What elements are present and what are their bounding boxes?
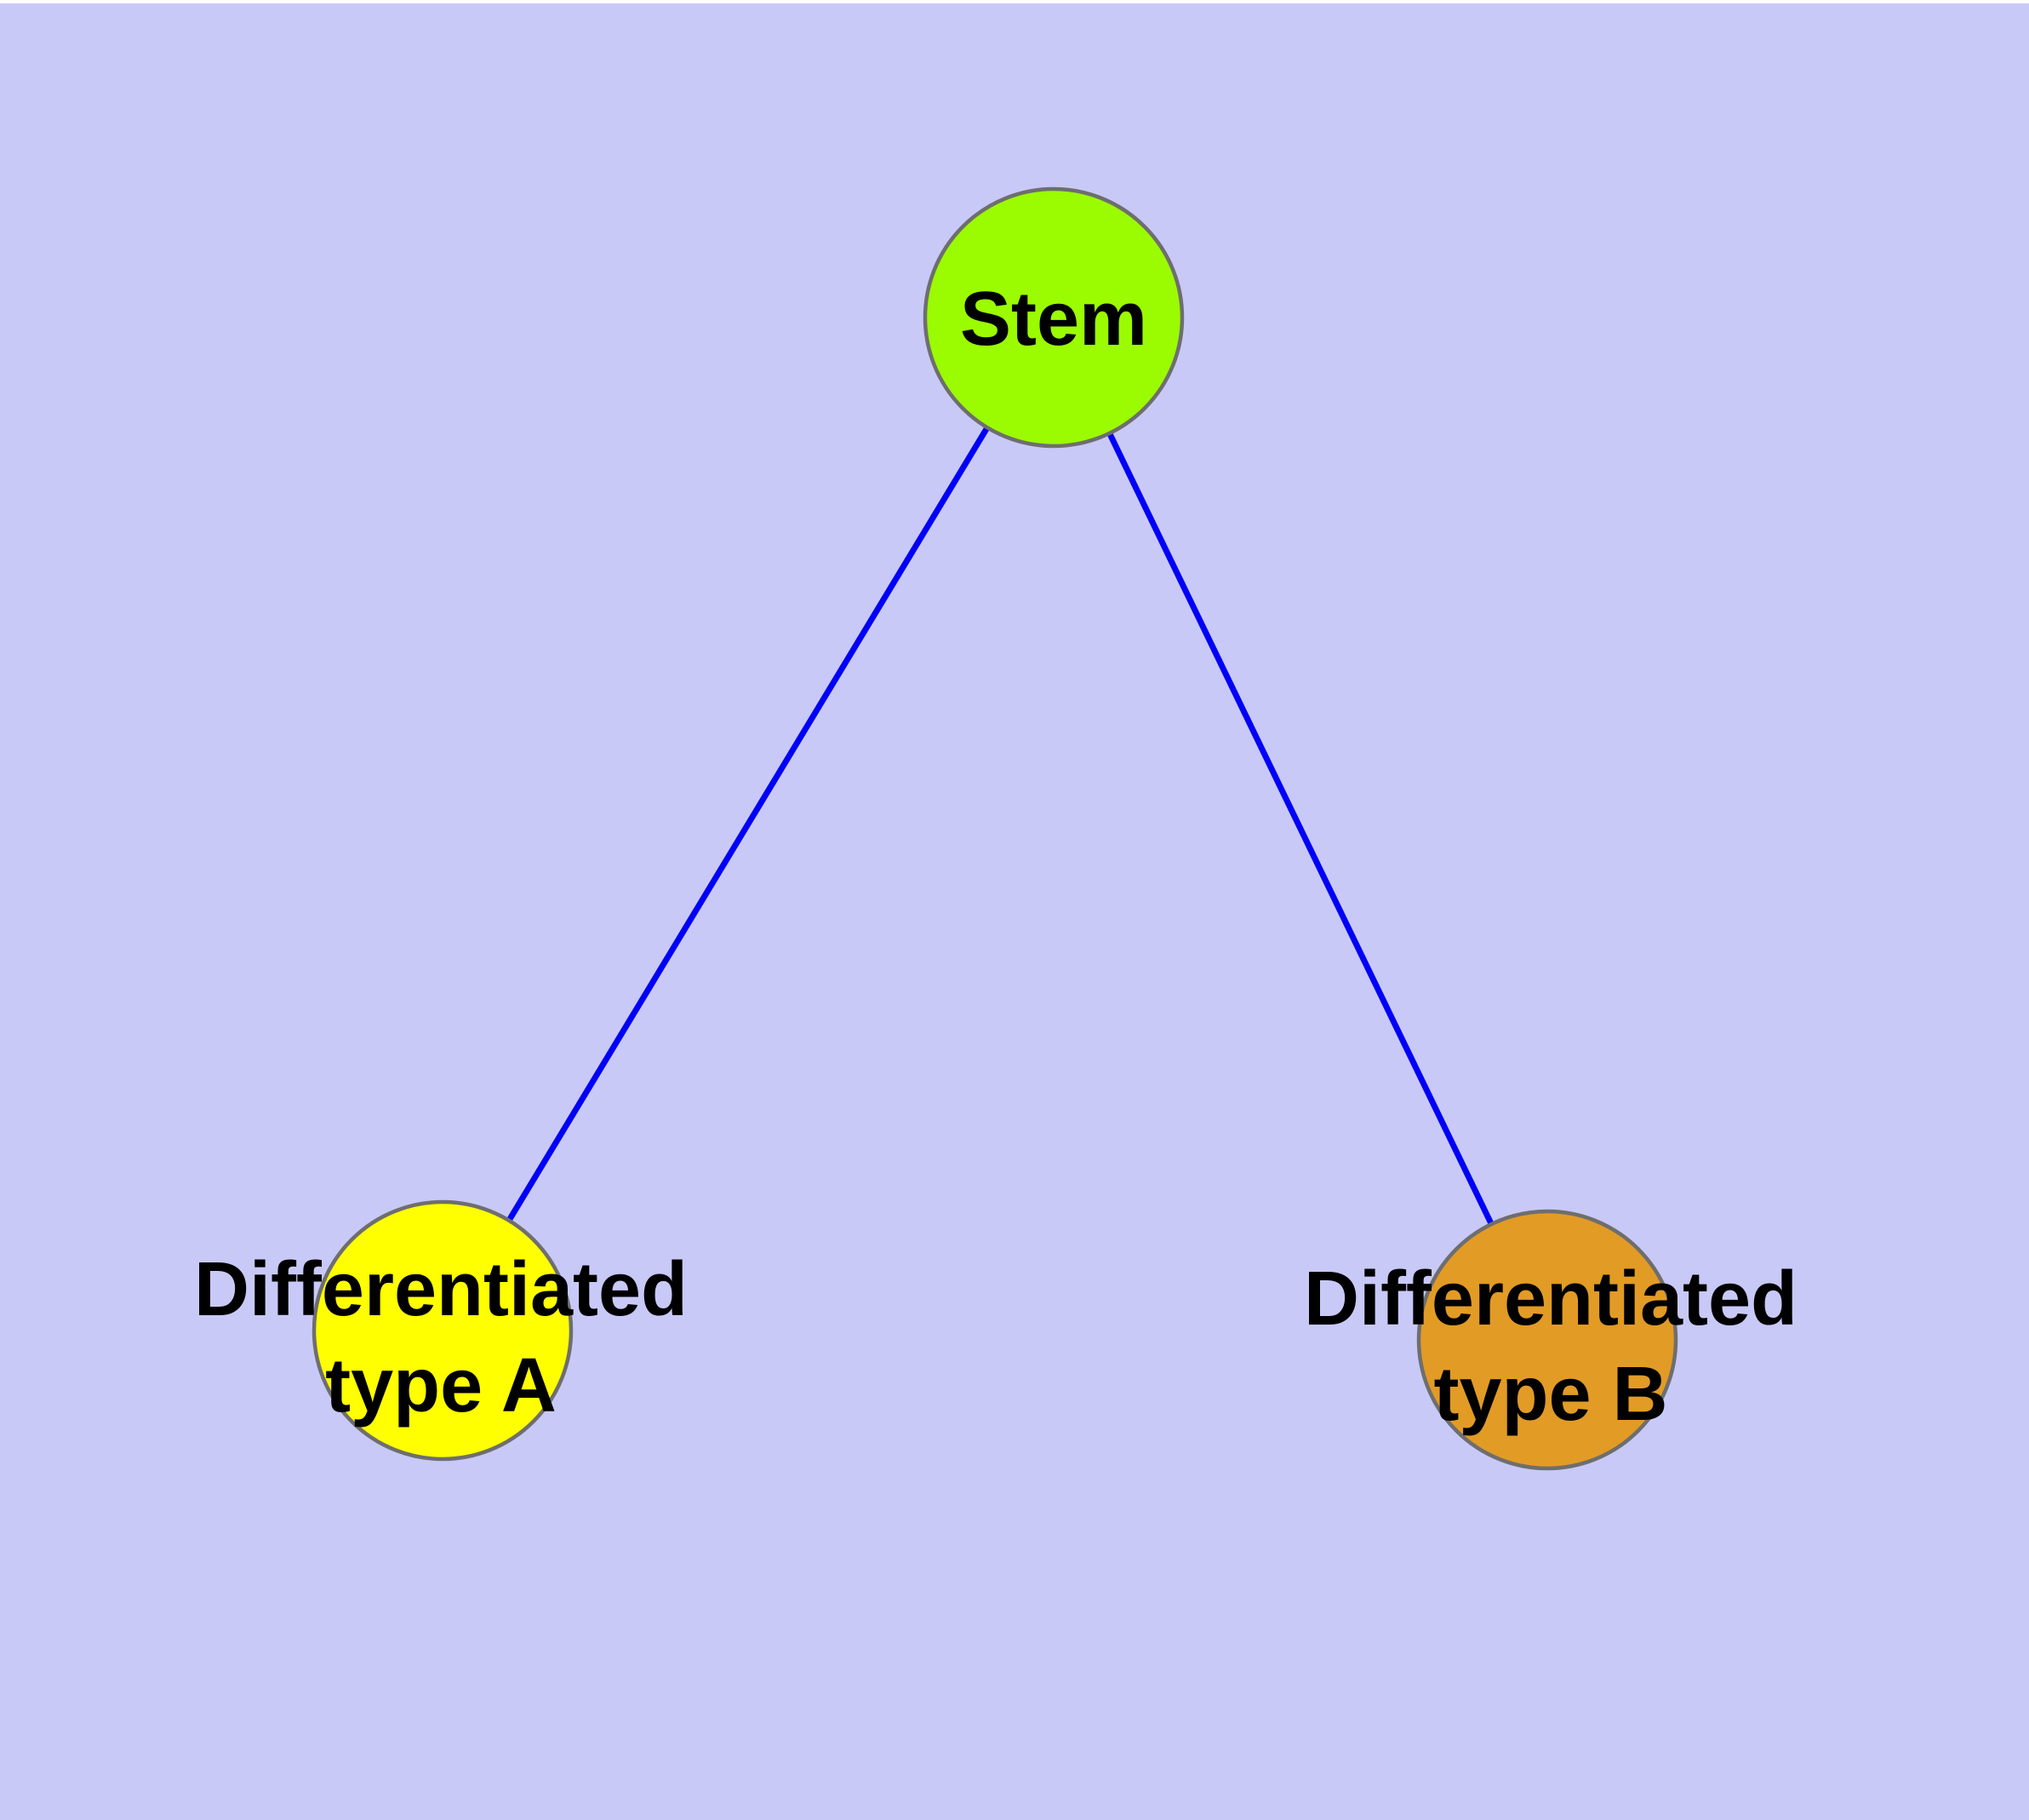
edge-group — [440, 316, 1551, 1342]
label-group: Stem Differentiated type A Differentiate… — [194, 277, 1798, 1437]
node-stem — [923, 186, 1185, 449]
node-label-type-a-line2: type A — [325, 1343, 557, 1428]
edge-stem-to-type-b — [1050, 316, 1551, 1342]
node-label-type-a-line1: Differentiated — [194, 1247, 688, 1332]
node-label-stem: Stem — [960, 277, 1147, 362]
edge-stem-to-type-a — [440, 316, 1056, 1332]
node-differentiated-type-b — [1416, 1209, 1678, 1471]
node-group — [311, 186, 1678, 1471]
node-label-type-b-line1: Differentiated — [1304, 1256, 1798, 1342]
node-label-type-b-line2: type B — [1433, 1352, 1667, 1437]
node-differentiated-type-a — [311, 1199, 574, 1462]
top-edge-strip — [0, 0, 2029, 3]
